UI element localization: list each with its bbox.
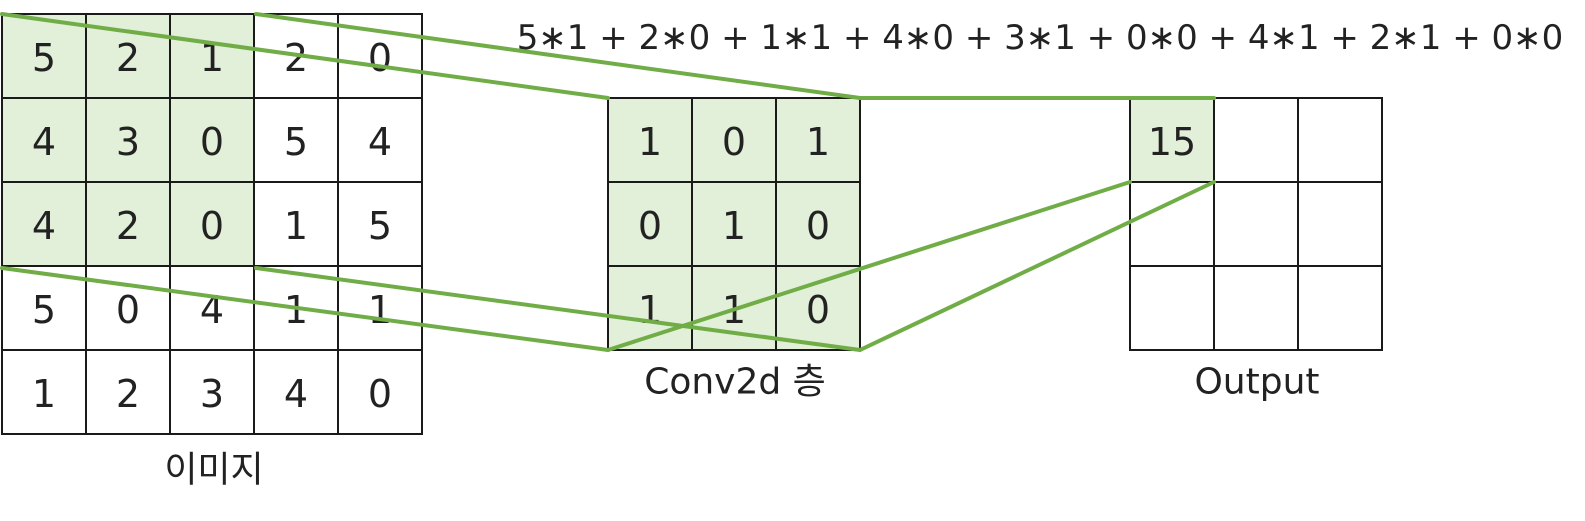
image-cell-value: 2	[284, 36, 308, 80]
image-cell	[337, 181, 423, 267]
image-cell	[169, 349, 255, 435]
image-cell	[169, 97, 255, 183]
image-cell	[253, 349, 339, 435]
kernel-cell	[775, 181, 861, 267]
image-cell	[1, 349, 87, 435]
image-cell-value: 4	[32, 204, 56, 248]
formula-text: 5∗1 + 2∗0 + 1∗1 + 4∗0 + 3∗1 + 0∗0 + 4∗1 …	[517, 18, 1564, 58]
image-cell-value: 1	[368, 288, 392, 332]
kernel-caption: Conv2d 층	[644, 362, 826, 403]
connector-line	[606, 180, 1132, 352]
connector-line	[254, 12, 862, 100]
kernel-cell-value: 1	[638, 288, 662, 332]
connector-line	[0, 12, 610, 100]
kernel-cell-value: 1	[638, 120, 662, 164]
image-cell-value: 0	[116, 288, 140, 332]
image-cell-value: 0	[200, 120, 224, 164]
image-cell-value: 3	[116, 120, 140, 164]
kernel-cell	[775, 97, 861, 183]
connector-lines	[0, 12, 1216, 352]
kernel-cell-value: 0	[722, 120, 746, 164]
output-matrix: 15	[1129, 97, 1383, 351]
kernel-cell-value: 0	[638, 204, 662, 248]
kernel-cell	[775, 265, 861, 351]
image-cell-value: 0	[368, 372, 392, 416]
image-cell	[337, 97, 423, 183]
output-caption: Output	[1194, 362, 1319, 403]
image-cell	[253, 97, 339, 183]
image-cell	[169, 181, 255, 267]
image-caption: 이미지	[164, 450, 263, 491]
image-cell-value: 5	[368, 204, 392, 248]
connector-line	[0, 266, 610, 352]
kernel-cell	[691, 97, 777, 183]
image-cell-value: 5	[284, 120, 308, 164]
image-cell-value: 2	[116, 372, 140, 416]
image-cell-value: 5	[32, 36, 56, 80]
image-cell	[1, 13, 87, 99]
kernel-cell	[691, 181, 777, 267]
image-cell-value: 1	[32, 372, 56, 416]
image-cell	[253, 181, 339, 267]
kernel-cell	[607, 97, 693, 183]
image-cell	[337, 349, 423, 435]
output-cell	[1297, 265, 1383, 351]
image-cell-value: 4	[368, 120, 392, 164]
image-cell	[1, 265, 87, 351]
kernel-cell-value: 0	[806, 204, 830, 248]
kernel-cell-value: 1	[722, 204, 746, 248]
image-cell-value: 0	[200, 204, 224, 248]
image-cell-value: 3	[200, 372, 224, 416]
connector-line	[858, 180, 1216, 352]
output-cell-value: 15	[1148, 120, 1196, 164]
image-cell	[169, 265, 255, 351]
output-cell	[1129, 181, 1215, 267]
image-cell	[85, 181, 171, 267]
image-cell-value: 5	[32, 288, 56, 332]
output-cell	[1297, 181, 1383, 267]
image-cell-value: 4	[284, 372, 308, 416]
image-cell-value: 1	[284, 204, 308, 248]
kernel-cell-value: 0	[806, 288, 830, 332]
connector-line	[254, 266, 862, 352]
output-cell	[1213, 265, 1299, 351]
image-cell-value: 0	[368, 36, 392, 80]
output-cell	[1213, 181, 1299, 267]
output-cell	[1213, 97, 1299, 183]
image-cell-value: 2	[116, 204, 140, 248]
image-cell-value: 2	[116, 36, 140, 80]
kernel-cell-value: 1	[806, 120, 830, 164]
output-cell	[1129, 265, 1215, 351]
output-cell	[1297, 97, 1383, 183]
image-cell	[85, 349, 171, 435]
image-cell-value: 4	[32, 120, 56, 164]
